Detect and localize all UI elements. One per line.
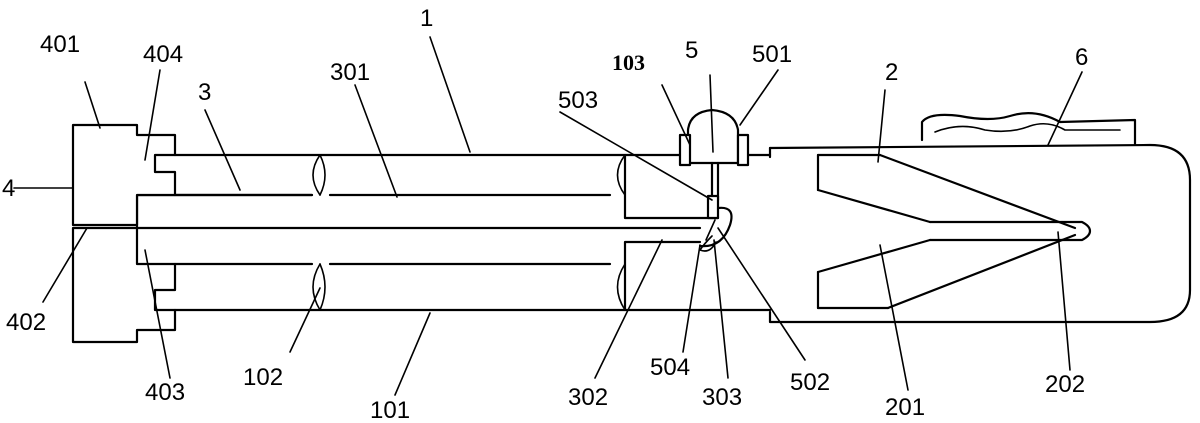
- label-404: 404: [143, 41, 183, 68]
- label-401: 401: [40, 31, 80, 58]
- label-1: 1: [420, 5, 433, 32]
- label-502: 502: [790, 369, 830, 396]
- label-504: 504: [650, 354, 690, 381]
- label-303: 303: [702, 384, 742, 411]
- label-403: 403: [145, 379, 185, 406]
- component-5: [678, 108, 750, 252]
- label-202: 202: [1045, 371, 1085, 398]
- label-102: 102: [243, 364, 283, 391]
- label-103: 103: [612, 50, 645, 75]
- label-302: 302: [568, 384, 608, 411]
- label-201: 201: [885, 394, 925, 421]
- inner-channel-201: [816, 153, 1077, 310]
- labels: 401 404 3 4 402 403 1 301 102 101 103 5 …: [2, 5, 1088, 423]
- label-5: 5: [685, 37, 698, 64]
- label-503: 503: [558, 87, 598, 114]
- cover-6: [920, 111, 1137, 146]
- leader-lines: [13, 36, 1083, 396]
- housing-2: [768, 143, 1192, 324]
- rod-3: [135, 153, 720, 312]
- tube-body-1: [173, 153, 772, 312]
- label-6: 6: [1075, 44, 1088, 71]
- label-301: 301: [330, 59, 370, 86]
- label-501: 501: [752, 41, 792, 68]
- label-3: 3: [198, 79, 211, 106]
- label-402: 402: [6, 309, 46, 336]
- tip-202: [1060, 220, 1092, 242]
- end-cap-4: [71, 123, 177, 344]
- label-101: 101: [370, 397, 410, 423]
- label-2: 2: [885, 59, 898, 86]
- label-4: 4: [2, 175, 15, 202]
